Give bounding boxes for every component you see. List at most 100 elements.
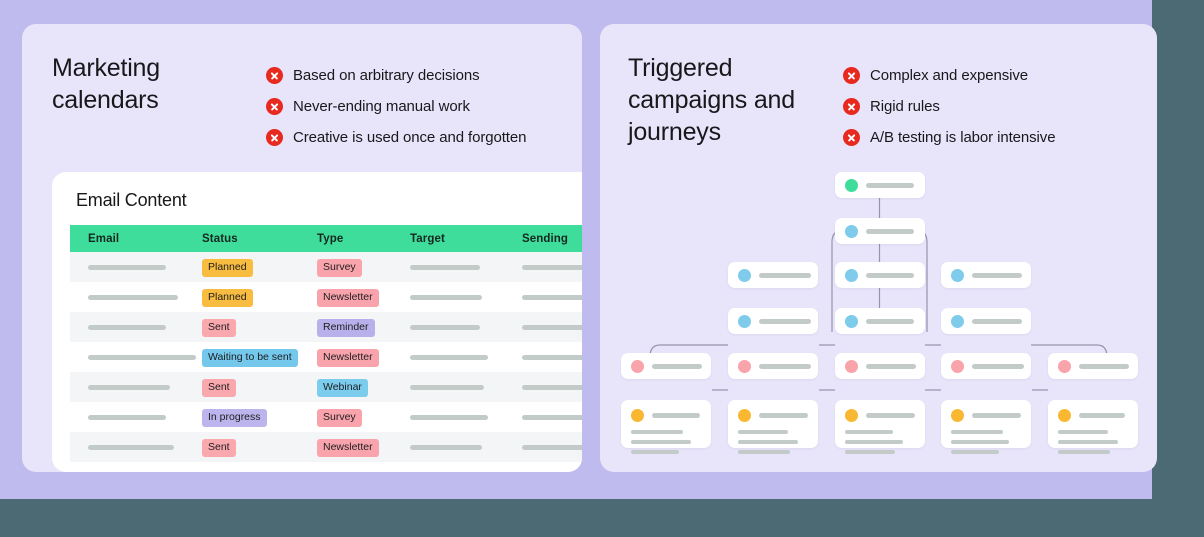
node-label-placeholder xyxy=(866,318,914,324)
table-row[interactable]: Planned Newsletter xyxy=(70,282,582,312)
yellow-status-dot xyxy=(1058,409,1071,422)
flow-node-n9[interactable] xyxy=(621,353,711,379)
column-header-type[interactable]: Type xyxy=(307,225,400,252)
cell-type[interactable]: Newsletter xyxy=(307,342,400,372)
flow-card-c1[interactable] xyxy=(621,400,711,454)
column-header-target[interactable]: Target xyxy=(400,225,512,252)
status-badge: Waiting to be sent xyxy=(202,349,298,367)
pink-status-dot xyxy=(738,359,751,373)
column-header-email[interactable]: Email xyxy=(70,225,192,252)
card-title-placeholder xyxy=(866,413,915,418)
flow-node-n12[interactable] xyxy=(941,353,1031,379)
blue-status-dot xyxy=(845,268,858,282)
blue-status-dot xyxy=(951,268,964,282)
flow-node-n10[interactable] xyxy=(728,353,818,379)
card-title-placeholder xyxy=(1079,413,1125,418)
status-badge: Sent xyxy=(202,439,236,457)
page-title-left: Marketing calendars xyxy=(52,54,160,114)
cell-target xyxy=(400,372,512,402)
flow-card-c2[interactable] xyxy=(728,400,818,454)
bullet-list-left: Based on arbitrary decisions Never-endin… xyxy=(266,60,526,153)
node-label-placeholder xyxy=(866,228,914,234)
blue-status-dot xyxy=(951,314,964,328)
card-body-line xyxy=(738,440,798,444)
flow-node-n7[interactable] xyxy=(835,308,925,334)
card-body-line xyxy=(845,450,895,454)
card-body-line xyxy=(845,430,893,434)
x-circle-icon xyxy=(266,67,283,84)
cell-sending xyxy=(512,312,582,342)
yellow-status-dot xyxy=(845,409,858,422)
status-badge: Planned xyxy=(202,289,253,307)
column-header-status[interactable]: Status xyxy=(192,225,307,252)
flow-node-n5[interactable] xyxy=(941,262,1031,288)
flow-node-n3[interactable] xyxy=(728,262,818,288)
type-badge: Newsletter xyxy=(317,349,379,367)
card-body-line xyxy=(631,440,691,444)
card-title-placeholder xyxy=(759,413,808,418)
cell-sending xyxy=(512,252,582,282)
cell-type[interactable]: Newsletter xyxy=(307,282,400,312)
type-badge: Webinar xyxy=(317,379,368,397)
page-title-right: Triggered campaigns and journeys xyxy=(628,54,795,146)
left-panel-clip: Email Content Email Status Type Target S… xyxy=(22,24,582,472)
stage-background: Marketing calendars Based on arbitrary d… xyxy=(0,0,1152,499)
cell-status[interactable]: Sent xyxy=(192,372,307,402)
list-item: Never-ending manual work xyxy=(266,91,526,122)
flow-node-n13[interactable] xyxy=(1048,353,1138,379)
cell-status[interactable]: Sent xyxy=(192,312,307,342)
flow-card-c5[interactable] xyxy=(1048,400,1138,454)
x-circle-icon xyxy=(843,129,860,146)
card-body-line xyxy=(1058,450,1110,454)
flow-card-c4[interactable] xyxy=(941,400,1031,454)
cell-status[interactable]: Sent xyxy=(192,432,307,462)
table-row[interactable]: Sent Newsletter xyxy=(70,432,582,462)
x-circle-icon xyxy=(843,98,860,115)
flow-node-n11[interactable] xyxy=(835,353,925,379)
card-header xyxy=(1058,409,1128,422)
cell-type[interactable]: Survey xyxy=(307,402,400,432)
cell-sending xyxy=(512,372,582,402)
list-item: A/B testing is labor intensive xyxy=(843,122,1056,153)
flow-node-n6[interactable] xyxy=(728,308,818,334)
type-badge: Survey xyxy=(317,409,362,427)
blue-status-dot xyxy=(738,268,751,282)
table-row[interactable]: Waiting to be sent Newsletter xyxy=(70,342,582,372)
bullet-list-right: Complex and expensive Rigid rules A/B te… xyxy=(843,60,1056,153)
blue-status-dot xyxy=(738,314,751,328)
node-label-placeholder xyxy=(759,363,811,369)
flow-card-c3[interactable] xyxy=(835,400,925,454)
cell-type[interactable]: Survey xyxy=(307,252,400,282)
cell-email xyxy=(70,432,192,462)
cell-status[interactable]: Waiting to be sent xyxy=(192,342,307,372)
status-badge: In progress xyxy=(202,409,267,427)
flow-node-n8[interactable] xyxy=(941,308,1031,334)
table-row[interactable]: In progress Survey xyxy=(70,402,582,432)
table-row[interactable]: Sent Webinar xyxy=(70,372,582,402)
column-header-sending[interactable]: Sending xyxy=(512,225,582,252)
card-body-line xyxy=(1058,430,1108,434)
cell-type[interactable]: Webinar xyxy=(307,372,400,402)
cell-email xyxy=(70,402,192,432)
cell-status[interactable]: In progress xyxy=(192,402,307,432)
cell-type[interactable]: Newsletter xyxy=(307,432,400,462)
cell-status[interactable]: Planned xyxy=(192,252,307,282)
card-body-line xyxy=(845,440,903,444)
pink-status-dot xyxy=(845,359,858,373)
bullet-text: Complex and expensive xyxy=(870,67,1028,84)
flow-node-n2[interactable] xyxy=(835,218,925,244)
cell-target xyxy=(400,342,512,372)
cell-status[interactable]: Planned xyxy=(192,282,307,312)
cell-target xyxy=(400,312,512,342)
flow-node-n4[interactable] xyxy=(835,262,925,288)
table-header-row: Email Status Type Target Sending xyxy=(70,225,582,252)
email-content-card: Email Content Email Status Type Target S… xyxy=(52,172,582,472)
node-label-placeholder xyxy=(972,318,1022,324)
cell-email xyxy=(70,282,192,312)
yellow-status-dot xyxy=(631,409,644,422)
cell-type[interactable]: Reminder xyxy=(307,312,400,342)
node-label-placeholder xyxy=(866,363,916,369)
flow-node-n1[interactable] xyxy=(835,172,925,198)
